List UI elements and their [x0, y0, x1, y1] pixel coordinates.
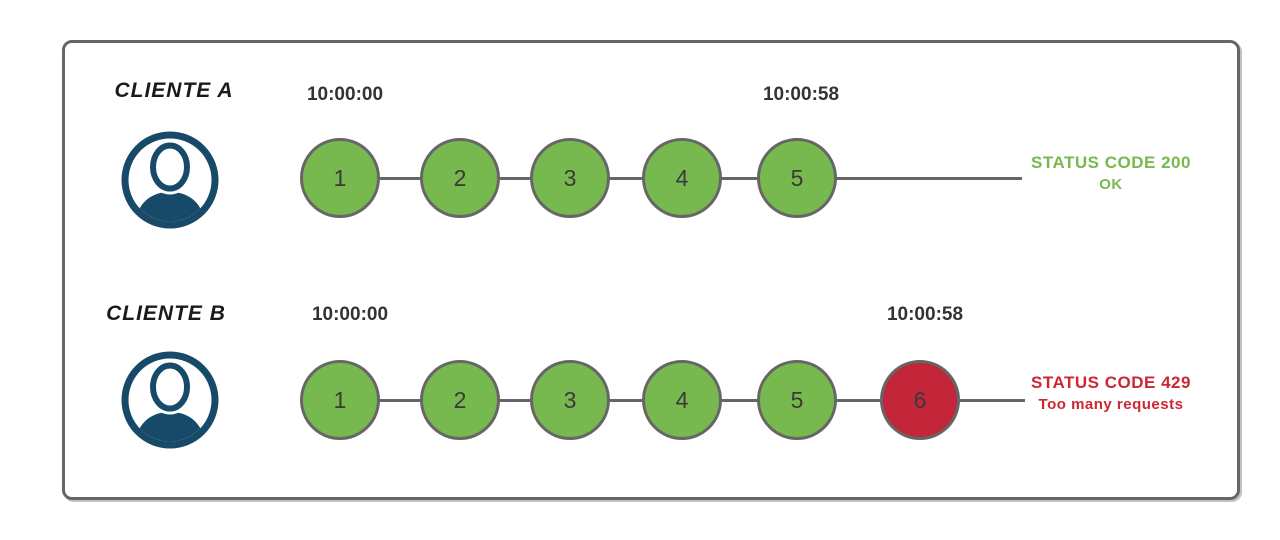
- request-number: 4: [675, 386, 689, 413]
- start-timestamp: 10:00:00: [306, 84, 384, 105]
- status-code-text: STATUS CODE 429: [1031, 373, 1191, 392]
- client-a-label: CLIENTE A: [114, 79, 234, 102]
- status-result: STATUS CODE 200 OK: [1030, 153, 1192, 195]
- request-number: 1: [333, 164, 347, 191]
- status-message-text: Too many requests: [1038, 396, 1184, 413]
- user-avatar-icon: [121, 351, 219, 449]
- status-code-text: STATUS CODE 200: [1031, 153, 1191, 172]
- end-timestamp: 10:00:58: [886, 304, 964, 325]
- request-circle: 4: [642, 360, 722, 440]
- request-number: 5: [790, 386, 804, 413]
- request-number: 1: [333, 386, 347, 413]
- request-circle: 5: [757, 138, 837, 218]
- request-number: 5: [790, 164, 804, 191]
- request-number: 6: [913, 386, 927, 413]
- request-circle: 1: [300, 138, 380, 218]
- request-number: 2: [453, 164, 467, 191]
- request-circle: 3: [530, 138, 610, 218]
- request-circle: 3: [530, 360, 610, 440]
- request-number: 3: [563, 164, 577, 191]
- request-circle: 2: [420, 138, 500, 218]
- user-avatar-icon: [121, 131, 219, 229]
- status-message-text: OK: [1099, 176, 1123, 193]
- request-circle-blocked: 6: [880, 360, 960, 440]
- diagram-frame: [62, 40, 1240, 500]
- request-circle: 5: [757, 360, 837, 440]
- start-timestamp: 10:00:00: [311, 304, 389, 325]
- request-number: 3: [563, 386, 577, 413]
- request-number: 4: [675, 164, 689, 191]
- request-circle: 4: [642, 138, 722, 218]
- status-result: STATUS CODE 429 Too many requests: [1030, 373, 1192, 415]
- request-circle: 1: [300, 360, 380, 440]
- request-number: 2: [453, 386, 467, 413]
- request-circle: 2: [420, 360, 500, 440]
- end-timestamp: 10:00:58: [762, 84, 840, 105]
- client-b-label: CLIENTE B: [106, 302, 226, 325]
